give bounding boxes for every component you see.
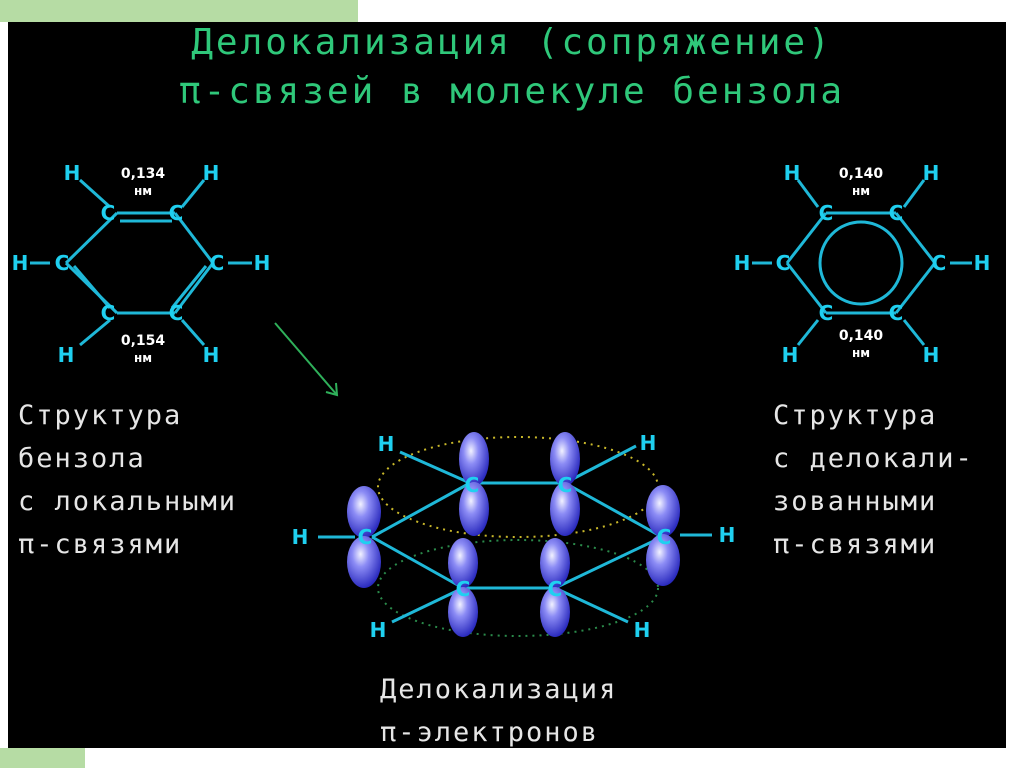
right-atom-c1: C (819, 201, 834, 225)
right-atom-h2: H (923, 161, 940, 185)
right-bond-c6-c1 (785, 212, 828, 264)
left-bond-h5 (79, 318, 111, 347)
left-caption-line-1: Структура (18, 400, 183, 431)
orbital-lobe (646, 534, 680, 586)
left-bond-c3-c4 (173, 262, 215, 314)
center-atom-h5: H (370, 618, 387, 642)
left-bond-c6-c1 (64, 211, 119, 265)
center-caption-line-1: Делокализация (380, 674, 618, 705)
left-atom-c5: C (101, 301, 116, 325)
left-atom-c4: C (169, 301, 184, 325)
right-bond-unit-top: нм (852, 184, 870, 198)
left-bond-c2-c3 (173, 212, 215, 264)
left-atom-c3: C (210, 251, 225, 275)
right-atom-h5: H (782, 343, 799, 367)
right-benzene (752, 179, 972, 346)
right-delocalized-ring (818, 220, 904, 306)
orbital-lobe (347, 536, 381, 588)
orbital-lobe (459, 432, 489, 486)
center-atom-c4: C (548, 577, 563, 601)
left-bond-h2 (180, 179, 206, 208)
left-double-bond-left (72, 265, 112, 309)
right-caption-line-4: π-связями (773, 529, 938, 560)
right-atom-c2: C (889, 201, 904, 225)
lower-electron-cloud (377, 539, 659, 637)
right-caption-line-3: зованными (773, 486, 938, 517)
left-bond-h4 (180, 319, 206, 346)
right-atom-h6: H (734, 251, 751, 275)
title-line-2: π-связей в молекуле бензола (178, 71, 846, 112)
center-atom-h3: H (719, 523, 736, 547)
right-caption: Структура с делокали- зованными π-связям… (773, 394, 974, 566)
left-bond-length-bottom: 0,154 (121, 333, 166, 349)
orbital-lobe (646, 485, 680, 537)
right-bond-c3-c4 (894, 262, 937, 314)
left-bond-unit-top: нм (134, 184, 152, 198)
right-atom-c6: C (776, 251, 791, 275)
right-bond-h2 (902, 179, 926, 208)
left-atom-c6: C (55, 251, 70, 275)
left-caption-line-4: π-связями (18, 529, 183, 560)
left-caption-line-2: бензола (18, 443, 146, 474)
orbital-lobe (459, 482, 489, 536)
left-atom-c1: C (101, 201, 116, 225)
right-atom-c5: C (819, 301, 834, 325)
orbital-lobe (448, 587, 478, 637)
center-caption: Делокализация π-электронов (380, 668, 617, 754)
orbital-lobe (550, 482, 580, 536)
right-bond-h4 (902, 319, 926, 346)
orbital-lobe (540, 587, 570, 637)
right-bond-h5 (796, 319, 820, 346)
left-atom-h6: H (12, 251, 29, 275)
right-bond-c2-c3 (894, 212, 937, 264)
center-atom-c2: C (558, 473, 573, 497)
center-atom-c6: C (358, 525, 373, 549)
center-benzene: C C C C C C H H H H H H (292, 431, 736, 642)
left-caption: Структура бензола с локальными π-связями (18, 394, 237, 566)
right-atom-h1: H (784, 161, 801, 185)
right-atom-h4: H (923, 343, 940, 367)
left-atom-h1: H (64, 161, 81, 185)
right-bond-h1 (796, 179, 820, 208)
left-bond-h1 (78, 178, 112, 209)
corner-decoration-top (0, 0, 358, 22)
corner-decoration-bottom (0, 748, 85, 768)
center-atom-h1: H (378, 432, 395, 456)
orbital-lobe (347, 486, 381, 538)
right-bond-c5-c6 (785, 262, 828, 314)
left-atom-h5: H (58, 343, 75, 367)
left-atom-h2: H (203, 161, 220, 185)
center-atom-c5: C (456, 577, 471, 601)
left-atom-h3: H (254, 251, 271, 275)
upper-electron-cloud (377, 436, 659, 538)
right-atom-h3: H (974, 251, 991, 275)
left-atom-h4: H (203, 343, 220, 367)
orbital-lobe (448, 538, 478, 588)
title-line-1: Делокализация (сопряжение) (191, 22, 833, 63)
right-caption-line-1: Структура (773, 400, 938, 431)
right-bond-length-top: 0,140 (839, 166, 884, 182)
arrow (274, 322, 339, 397)
left-atom-c2: C (169, 201, 184, 225)
center-caption-line-2: π-электронов (380, 717, 600, 748)
left-caption-line-3: с локальными (18, 486, 238, 517)
center-atom-c3: C (657, 525, 672, 549)
slide-panel (8, 22, 1006, 748)
center-atom-c1: C (465, 473, 480, 497)
center-atom-h6: H (292, 525, 309, 549)
right-atom-c4: C (889, 301, 904, 325)
right-caption-line-2: с делокали- (773, 443, 974, 474)
left-bond-length-top: 0,134 (121, 166, 166, 182)
right-bond-unit-bottom: нм (852, 346, 870, 360)
left-benzene (30, 178, 252, 347)
center-atom-h2: H (640, 431, 657, 455)
center-atom-h4: H (634, 618, 651, 642)
orbital-lobe (540, 538, 570, 588)
left-double-bond-right (170, 265, 208, 309)
orbital-lobe (550, 432, 580, 486)
left-bond-unit-bottom: нм (134, 351, 152, 365)
right-atom-c3: C (932, 251, 947, 275)
right-bond-length-bottom: 0,140 (839, 328, 884, 344)
